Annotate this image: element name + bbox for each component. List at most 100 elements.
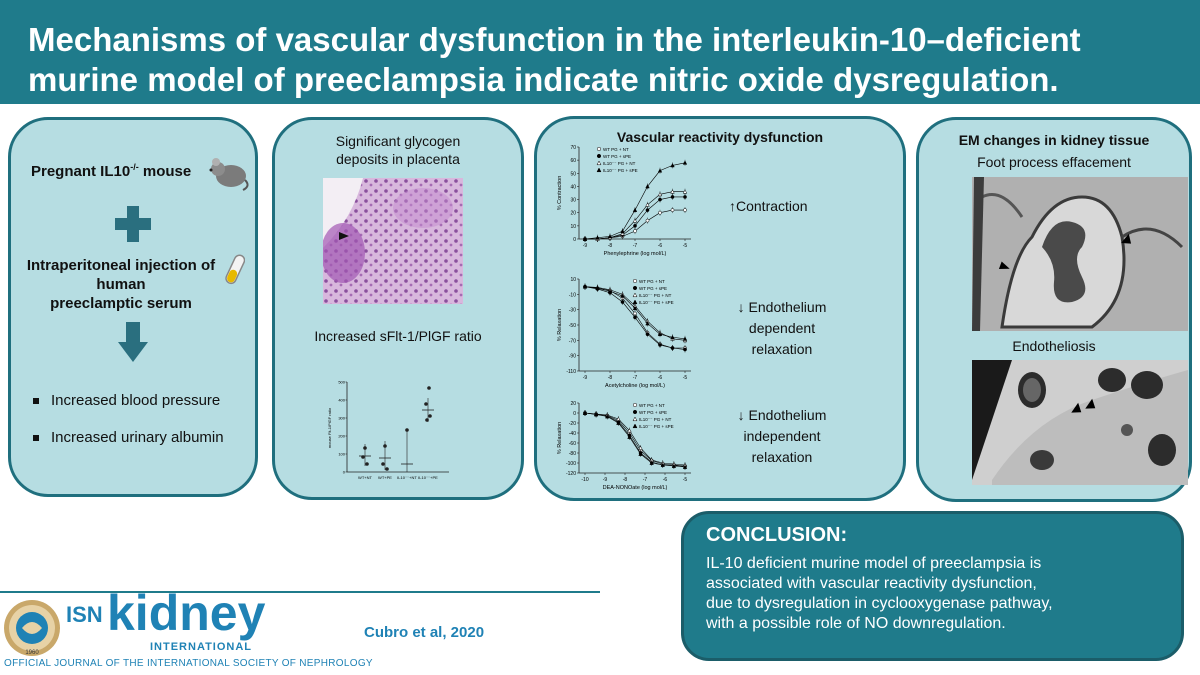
legend-label: IL10⁻⁻ PG + sPE <box>603 168 638 173</box>
legend-label: IL10⁻⁻ PG + NT <box>603 161 636 166</box>
ratio-label: Increased sFlt-1/PlGF ratio <box>314 328 482 344</box>
vascular-ytick: -80 <box>569 451 576 457</box>
legend-marker <box>632 278 638 284</box>
legend-label: IL10⁻⁻ PG + sPE <box>639 424 674 429</box>
legend-label: WT PG + NT <box>639 403 665 408</box>
vascular-xtick: -6 <box>663 477 668 483</box>
ratio-plot-xtick: WT+PE <box>378 475 392 480</box>
citation: Cubro et al, 2020 <box>364 624 485 641</box>
vascular-xtick: -9 <box>583 375 588 381</box>
data-point <box>670 189 675 194</box>
vascular-xtick: -6 <box>658 375 663 381</box>
data-point <box>595 235 600 240</box>
em-title: EM changes in kidney tissue <box>958 132 1150 148</box>
vascular-xtick: -5 <box>683 243 688 249</box>
data-point <box>682 160 688 165</box>
data-point <box>658 343 662 347</box>
data-point <box>645 184 650 189</box>
data-point <box>645 208 650 212</box>
vascular-ytick: 60 <box>570 158 576 164</box>
vascular-ytick: -30 <box>569 308 576 314</box>
legend-marker <box>596 160 602 166</box>
data-point <box>670 334 675 340</box>
annotation-endothelium-dependent: ↓ Endothelium dependent relaxation <box>737 299 827 357</box>
ratio-plot-ytick: 100 <box>338 452 345 457</box>
data-point <box>607 288 613 294</box>
ratio-plot-xtick: IL10⁻⁻+PE <box>418 475 438 480</box>
panel-placenta: Significant glycogen deposits in placent… <box>272 117 524 500</box>
vascular-ytick: -20 <box>569 421 576 427</box>
legend-label: IL10⁻⁻ PG + NT <box>639 417 672 422</box>
vascular-ytick: 10 <box>570 224 576 230</box>
conclusion-heading: CONCLUSION: <box>706 524 848 546</box>
foot-process-em-image <box>972 177 1188 331</box>
vascular-ytick: -60 <box>569 441 576 447</box>
ratio-plot-ylabel: mouse Flt-1/PlGF ratio <box>327 407 332 448</box>
data-point <box>607 234 613 239</box>
vascular-ytick: -90 <box>569 354 576 360</box>
legend-label: WT PG + sPE <box>639 286 667 291</box>
conclusion-box: CONCLUSION: IL-10 deficient murine model… <box>681 511 1184 661</box>
ratio-plot-xtick: WT+NT <box>358 475 372 480</box>
vascular-ylabel: % Contraction <box>557 176 563 211</box>
ratio-plot-ytick: 400 <box>338 398 345 403</box>
logo-tagline: OFFICIAL JOURNAL OF THE INTERNATIONAL SO… <box>4 658 373 669</box>
logo-international: INTERNATIONAL <box>150 641 253 653</box>
legend-label: WT PG + NT <box>603 147 629 152</box>
vascular-ytick: -40 <box>569 431 576 437</box>
data-point <box>658 197 662 202</box>
legend-marker <box>596 167 602 173</box>
panel-mouse-model: Pregnant IL10-/- mouse Intraperitoneal i… <box>8 117 258 497</box>
data-point <box>595 285 600 291</box>
seal-year: 1960 <box>25 650 39 656</box>
ratio-plot-xtick: IL10⁻⁻+NT <box>397 475 417 480</box>
data-point <box>657 191 663 197</box>
ratio-plot-ytick: 200 <box>338 434 345 439</box>
vascular-xtick: -8 <box>608 243 613 249</box>
vascular-ytick: 40 <box>570 184 576 190</box>
data-point <box>670 208 675 212</box>
vascular-ytick: -70 <box>569 338 576 344</box>
legend-marker <box>632 423 638 429</box>
vascular-xtick: -7 <box>633 243 638 249</box>
vascular-xtick: -10 <box>581 477 588 483</box>
pregnant-mouse-label: Pregnant IL10-/- mouse <box>31 162 192 180</box>
annotation-endothelium-independent: ↓ Endothelium independent relaxation <box>737 407 827 465</box>
vascular-xtick: -9 <box>583 243 588 249</box>
data-point <box>620 300 625 304</box>
header-banner: Mechanisms of vascular dysfunction in th… <box>0 0 1200 104</box>
vascular-ytick: 70 <box>570 145 576 151</box>
ratio-plot-ytick: 500 <box>338 380 345 385</box>
panel-kidney-em: EM changes in kidney tissue Foot process… <box>916 117 1192 502</box>
logo-kidney: kidney <box>107 585 266 641</box>
legend-marker <box>632 416 638 422</box>
data-point <box>682 189 688 194</box>
data-point <box>632 305 638 310</box>
data-point <box>670 163 675 168</box>
vascular-xlabel: DEA-NONOate (log mol/L) <box>603 485 668 491</box>
data-point <box>645 202 650 207</box>
mouse-icon <box>209 158 249 191</box>
ratio-plot-ytick: 300 <box>338 416 345 421</box>
data-point <box>582 236 588 241</box>
vascular-ytick: 30 <box>570 198 576 204</box>
data-point <box>660 462 665 467</box>
vascular-xtick: -6 <box>658 243 663 249</box>
data-point <box>632 218 638 223</box>
bullet-blood-pressure: Increased blood pressure <box>33 392 220 409</box>
data-point <box>627 428 632 433</box>
data-point <box>658 210 662 215</box>
vascular-ytick: -110 <box>566 369 576 375</box>
conclusion-text: IL-10 deficient murine model of preeclam… <box>706 555 1053 632</box>
data-point <box>683 347 687 352</box>
vascular-xtick: -9 <box>603 477 608 483</box>
legend-marker <box>632 402 638 408</box>
data-point <box>620 228 625 233</box>
legend-marker <box>632 285 638 291</box>
endotheliosis-em-image <box>972 360 1188 485</box>
vascular-xtick: -7 <box>633 375 638 381</box>
data-point <box>645 218 650 223</box>
